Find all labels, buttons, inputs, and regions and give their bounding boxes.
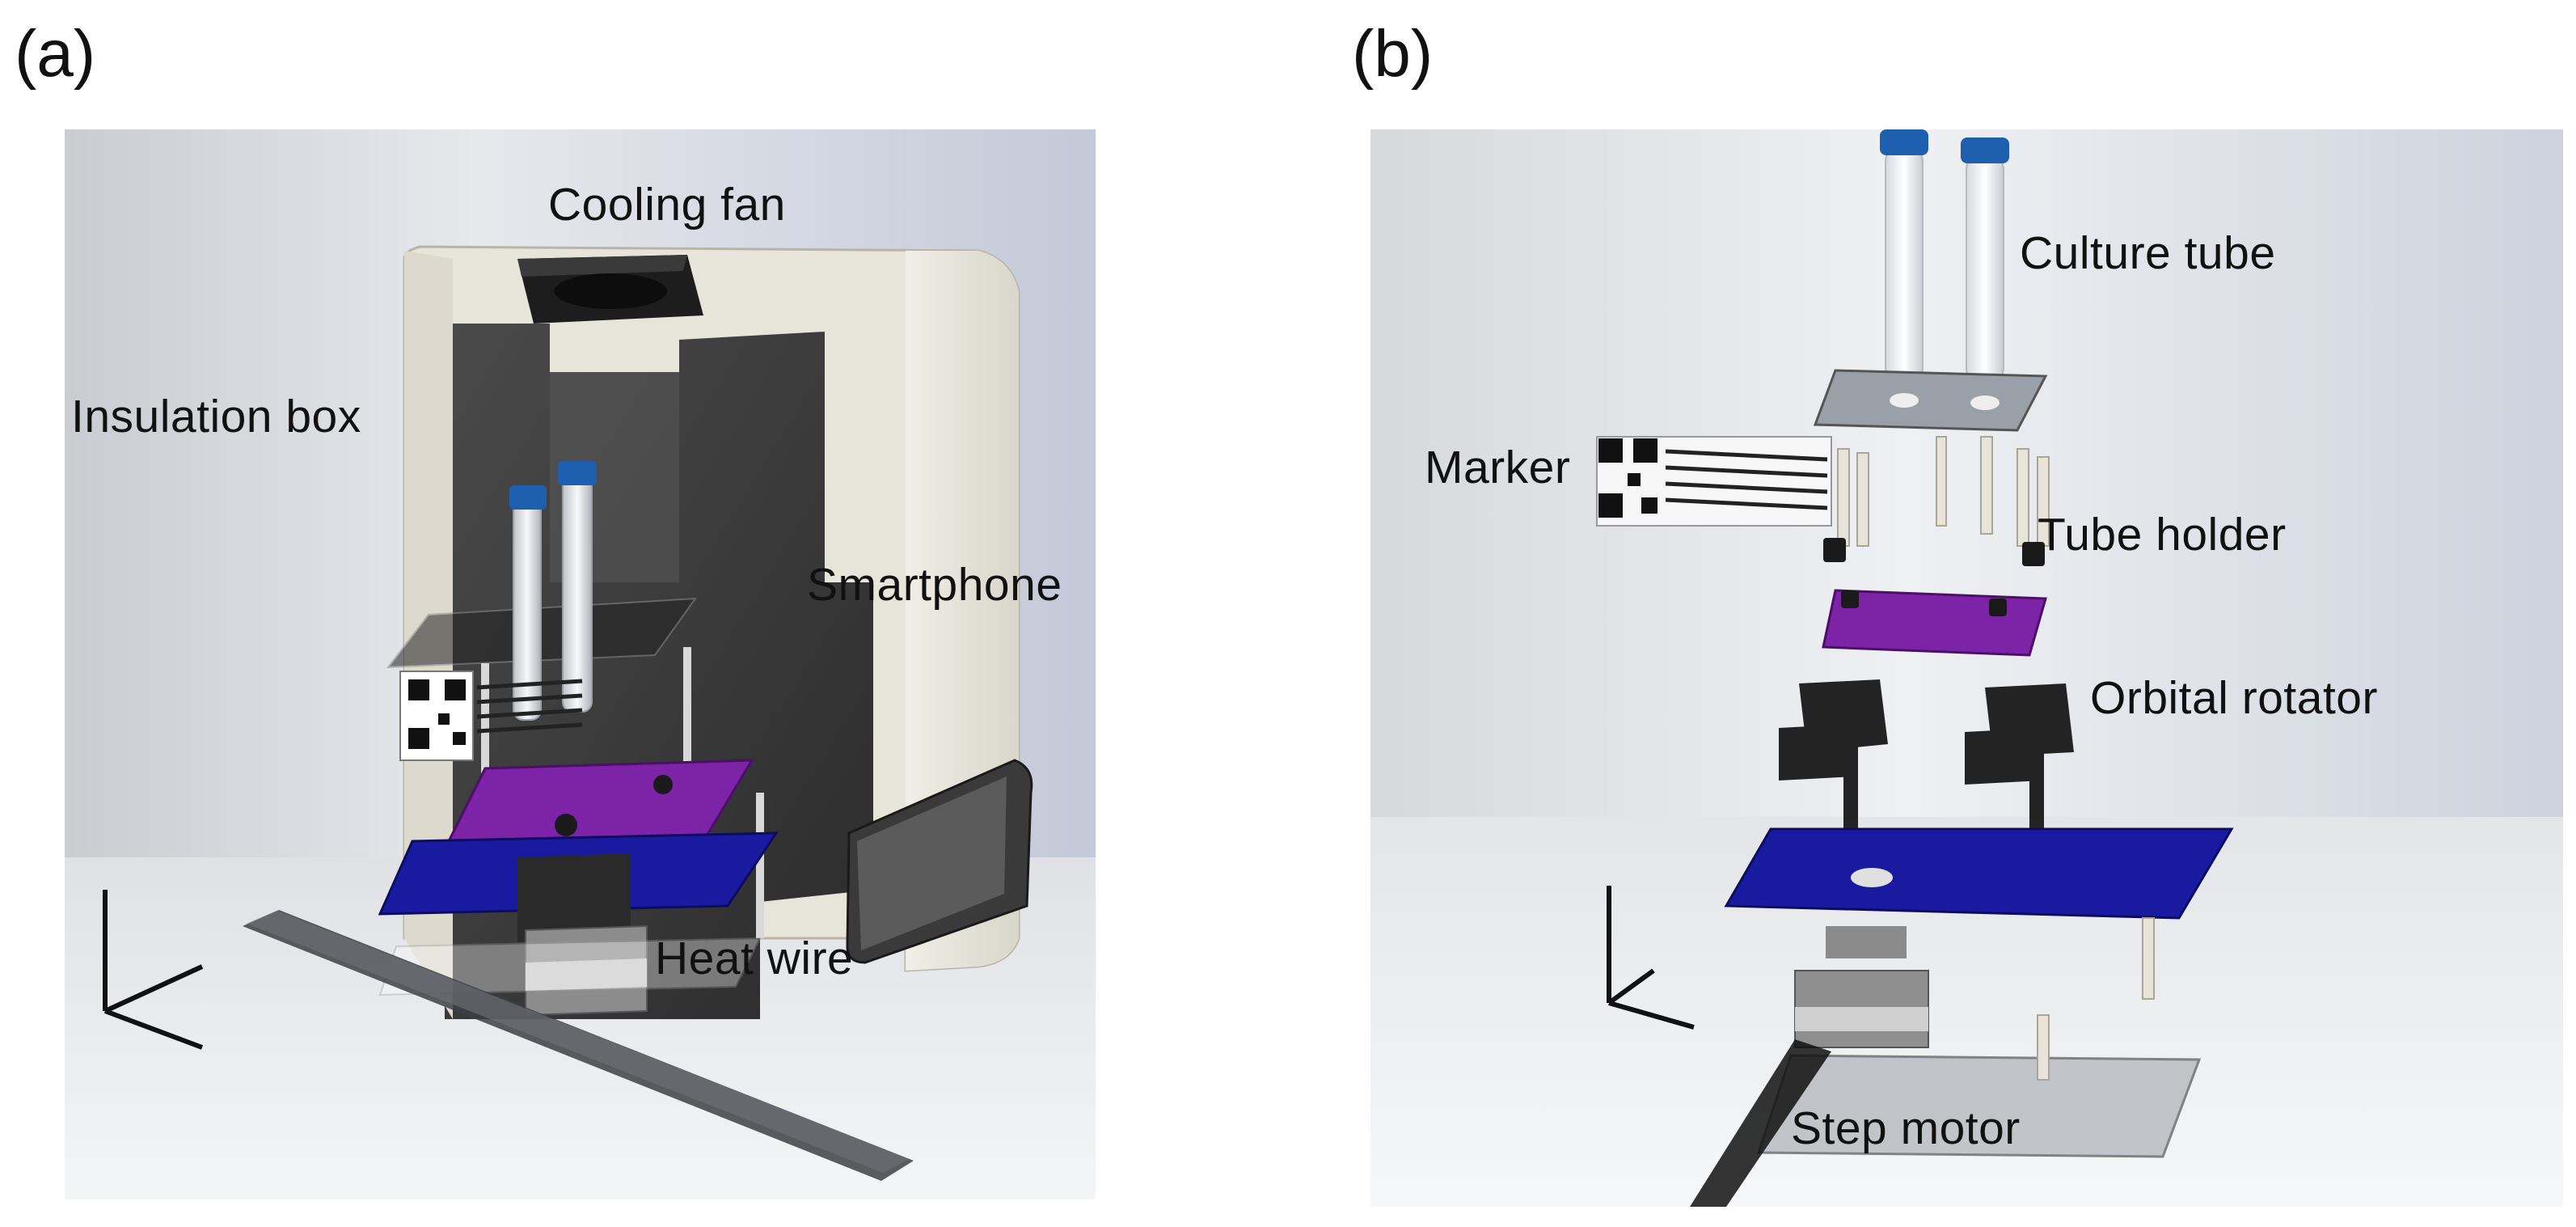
label-culture-tube: Culture tube	[2020, 227, 2276, 279]
smartphone-shape	[846, 759, 1033, 964]
ruler-a	[243, 910, 914, 1181]
label-smartphone: Smartphone	[807, 559, 1062, 611]
cooling-fan-shape	[517, 255, 703, 324]
label-tube-holder: Tube holder	[2038, 509, 2287, 561]
incubator-assembly-illustration	[65, 129, 1096, 1199]
step-motor-shape	[1794, 926, 1929, 1048]
qr-marker-b	[1596, 436, 1832, 527]
label-orbital-rotator: Orbital rotator	[2090, 672, 2378, 724]
panel-b-render	[1370, 129, 2563, 1207]
ruler-b	[1690, 1039, 1831, 1207]
panel-b-letter: (b)	[1352, 17, 1434, 91]
culture-tubes-b	[1880, 129, 2009, 385]
exploded-view-illustration	[1370, 129, 2563, 1207]
panel-a-render	[65, 129, 1096, 1199]
label-insulation-box: Insulation box	[71, 391, 361, 442]
label-marker: Marker	[1425, 442, 1571, 493]
axis-triad-b	[1607, 886, 1695, 1030]
axis-triad-a	[103, 890, 204, 1050]
label-cooling-fan: Cooling fan	[548, 179, 786, 231]
label-step-motor: Step motor	[1791, 1102, 2021, 1154]
qr-marker-a	[399, 671, 583, 761]
orbital-rotator-shape	[1779, 679, 2074, 898]
panel-a-letter: (a)	[15, 17, 96, 91]
label-heat-wire: Heat wire	[655, 933, 854, 984]
